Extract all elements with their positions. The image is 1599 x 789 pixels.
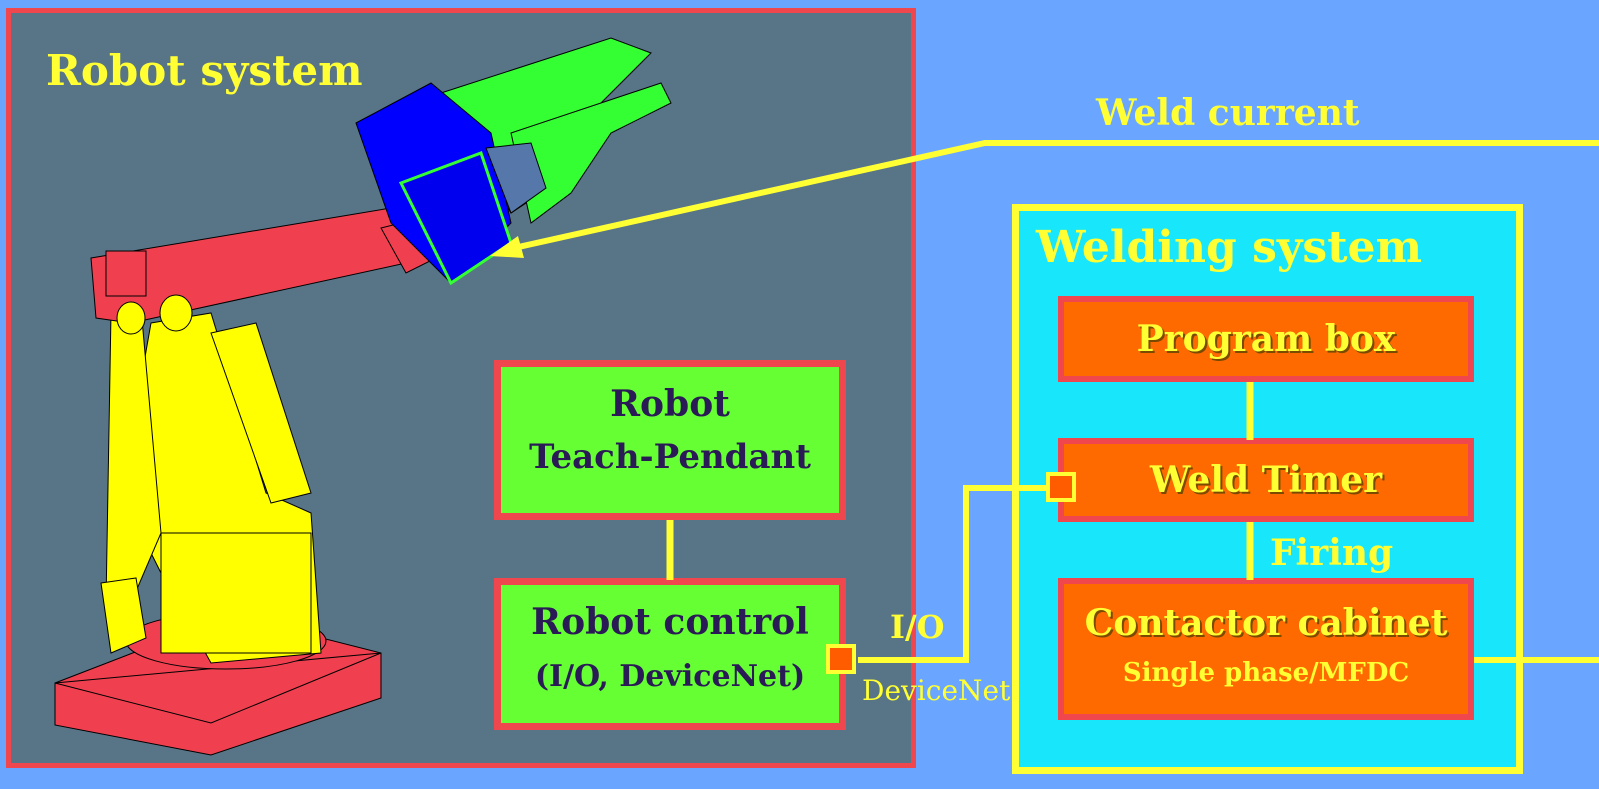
robot-arm-illustration [54,37,672,756]
teach-pendant-line1: Robot [610,383,730,425]
io-label: I/O [890,608,945,646]
contactor-cabinet-box: Contactor cabinet Single phase/MFDC [1058,578,1474,720]
firing-label: Firing [1270,532,1394,574]
weld-current-label: Weld current [1096,92,1360,134]
robot-control-io-connector [826,644,856,674]
robot-control-line1: Robot control [531,601,809,643]
program-box-label: Program box [1136,318,1396,360]
program-box: Program box [1058,296,1474,382]
contactor-cabinet-line1: Contactor cabinet [1084,602,1448,644]
welding-system-title: Welding system [1036,222,1423,273]
robot-control-line2: (I/O, DeviceNet) [534,659,806,694]
teach-pendant-line2: Teach-Pendant [529,437,811,477]
contactor-cabinet-line2: Single phase/MFDC [1122,658,1410,688]
devicenet-label: DeviceNet [862,674,1011,707]
robot-system-title: Robot system [46,46,363,95]
weld-timer-io-connector [1046,472,1076,502]
weld-timer-label: Weld Timer [1149,459,1383,501]
teach-pendant-box: Robot Teach-Pendant [494,360,846,520]
weld-timer-box: Weld Timer [1058,438,1474,522]
